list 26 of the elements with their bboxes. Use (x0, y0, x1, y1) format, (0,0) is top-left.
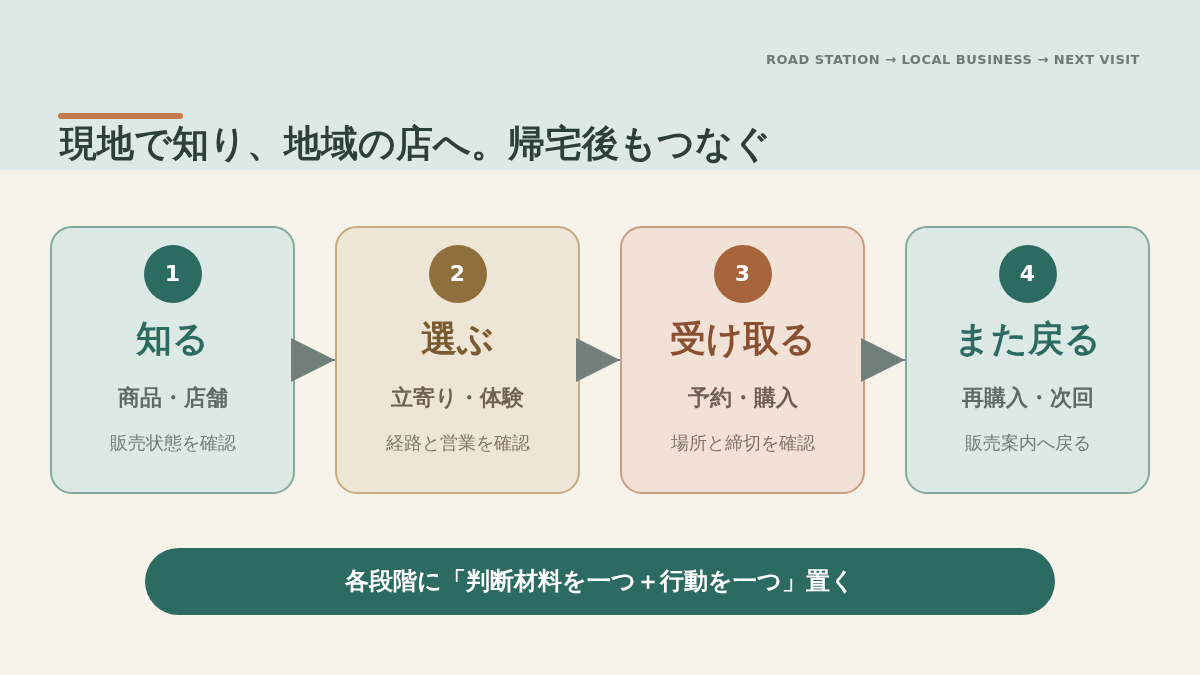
step-card (335, 226, 580, 494)
step-note: 販売案内へ戻る (963, 431, 1092, 455)
step-subtitle: 商品・店舗 (116, 384, 229, 412)
step-subtitle: 立寄り・体験 (390, 384, 525, 412)
step-number: 2 (428, 245, 487, 303)
step-note: 場所と締切を確認 (669, 431, 816, 455)
step-card (50, 226, 295, 494)
step-number: 4 (998, 245, 1057, 303)
arrow (291, 338, 336, 382)
summary-banner: 各段階に「判断材料を一つ＋行動を一つ」置く (145, 548, 1055, 615)
step-title: また戻る (953, 316, 1102, 360)
step-number: 3 (713, 245, 772, 303)
arrow (861, 338, 906, 382)
step-title: 受け取る (668, 316, 817, 360)
step-title: 知る (135, 316, 210, 360)
step-note: 販売状態を確認 (108, 431, 237, 455)
step-subtitle: 再購入・次回 (960, 384, 1095, 412)
step-card (620, 226, 865, 494)
heading: 現地で知り、地域の店へ。帰宅後もつなぐ (60, 120, 771, 167)
arrow (576, 338, 621, 382)
step-card (905, 226, 1150, 494)
step-subtitle: 予約・購入 (686, 384, 799, 412)
route-label: ROAD STATION → LOCAL BUSINESS → NEXT VISIT (766, 52, 1140, 67)
step-title: 選ぶ (420, 316, 495, 360)
step-note: 経路と営業を確認 (384, 431, 531, 455)
step-number: 1 (143, 245, 202, 303)
